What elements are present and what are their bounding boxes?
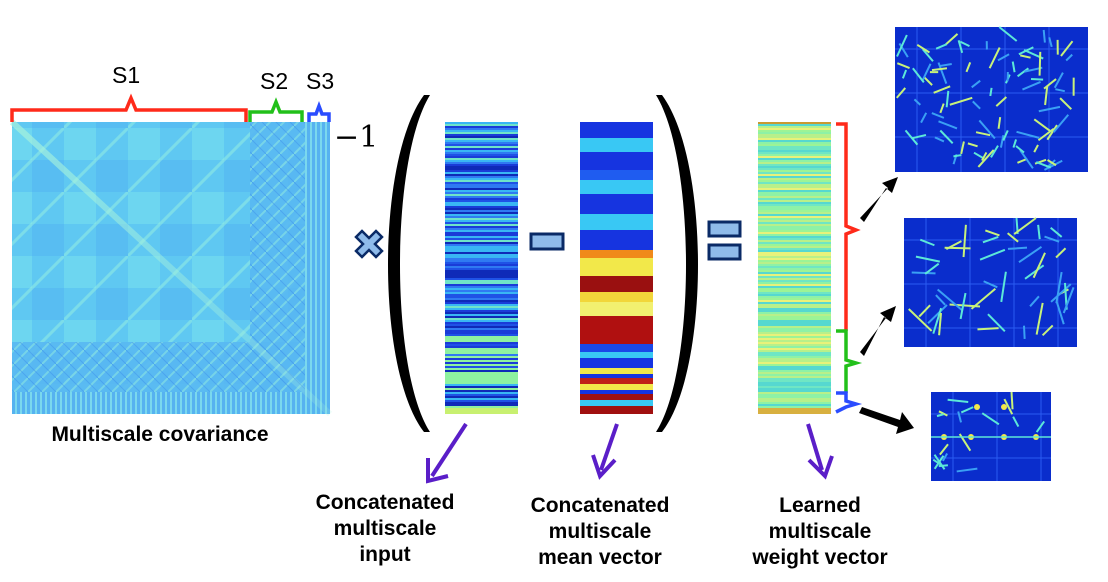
s1-label: S1 [112,62,141,88]
input-label: Concatenated multiscale input [290,490,480,568]
input-vector [445,122,518,414]
s2-weight-bracket [836,329,863,393]
feature-map-s1 [895,26,1088,172]
s2-label: S2 [260,68,289,94]
weight-label-line-2: multiscale [768,520,872,543]
inverse-exponent: −1 [334,120,379,155]
purple-arrows [426,422,834,484]
mean-label: Concatenated multiscale mean vector [505,493,695,571]
weight-scale-brackets [835,122,863,414]
mean-label-line-3: mean vector [538,546,662,569]
s1-bracket [10,93,248,122]
s3-label: S3 [306,68,335,94]
input-label-line-2: multiscale [333,517,437,540]
scale-brackets [10,93,331,122]
input-label-line-1: Concatenated [315,491,455,514]
right-parenthesis [656,95,698,432]
input-label-line-3: input [359,543,411,566]
feature-map-s3 [931,391,1051,481]
feature-map-s2 [904,217,1077,347]
weight-label-line-3: weight vector [752,546,888,569]
mean-vector [580,122,653,414]
s1-weight-bracket [836,122,861,331]
mean-label-line-2: multiscale [548,520,652,543]
minus-operator [529,232,565,251]
mean-label-line-1: Concatenated [530,494,670,517]
covariance-matrix [9,119,333,417]
weight-vector [758,122,831,414]
multiply-operator [354,229,384,259]
weight-label-line-1: Learned [779,494,861,517]
s3-weight-bracket [835,391,863,414]
left-parenthesis [388,95,430,432]
equals-operator [707,220,742,261]
s2-bracket [248,97,304,122]
weight-label: Learned multiscale weight vector [740,493,900,571]
black-arrows [859,177,914,434]
covariance-label: Multiscale covariance [51,423,269,446]
s3-bracket [307,101,331,122]
